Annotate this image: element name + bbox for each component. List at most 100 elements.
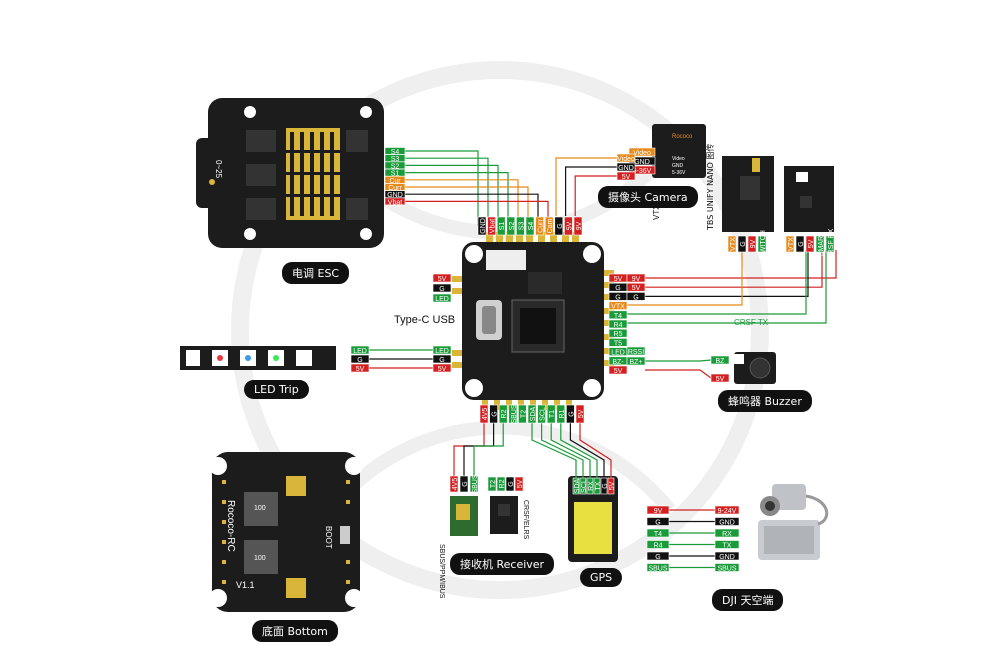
camera-caption: 摄像头 Camera: [598, 186, 698, 208]
cap-label-a: 100: [254, 505, 266, 512]
fc-top-pin-7: Cam: [544, 216, 554, 236]
fc-right-pin-3: VTX: [608, 301, 628, 311]
gps-wire-5: [579, 423, 612, 478]
svg-text:LED: LED: [353, 348, 367, 355]
svg-text:5V: 5V: [356, 366, 365, 373]
svg-text:G: G: [557, 223, 564, 228]
vtx-side-pin-2: G: [626, 292, 646, 301]
led-pin-1: G: [350, 354, 370, 364]
svg-text:R4: R4: [654, 543, 663, 550]
esc-wire-5: [405, 186, 529, 226]
fc-left-led-pin-2: 5V: [432, 363, 452, 373]
dji-right-pin-4: GND: [714, 551, 740, 561]
fc-right-pin-7: T5: [608, 338, 628, 347]
led-pin-0: LED: [350, 345, 370, 355]
tbs-pin-1: G: [795, 235, 805, 253]
fc-right-pin-5: R4: [608, 319, 628, 329]
svg-text:Video: Video: [672, 156, 685, 162]
svg-text:5V: 5V: [716, 376, 725, 383]
fc-top-pin-4: S3: [516, 216, 525, 236]
fc-top-pin-1: Vbat: [487, 216, 497, 236]
fc-bottom-pin-10: 5V: [575, 404, 585, 424]
svg-text:Vbat: Vbat: [388, 199, 402, 206]
camera-wire-0: [555, 157, 617, 216]
svg-text:T2: T2: [520, 410, 527, 418]
gps-pin-0: SDA: [572, 477, 581, 495]
svg-text:G: G: [357, 357, 362, 364]
rx1-pin-0: 4V5: [449, 475, 459, 493]
vtx-irc-module: [722, 156, 774, 232]
tbs-nano-module: [784, 166, 834, 232]
svg-text:SBUS: SBUS: [717, 566, 736, 573]
svg-text:SBUS: SBUS: [472, 474, 479, 493]
camera-side-pin-1: GND: [616, 162, 636, 172]
bottom-version: V1.1: [236, 580, 255, 590]
dji-right-pin-3: TX: [714, 540, 740, 550]
svg-text:G: G: [439, 286, 444, 293]
dji-left-pin-3: R4: [646, 540, 670, 550]
buzzer-wire-0: [645, 359, 712, 362]
fc-top-pin-10: 9V: [573, 216, 583, 236]
svg-text:5V: 5V: [622, 174, 631, 181]
rx2-pin-1: R2: [496, 476, 506, 492]
fc-top-pin-6: Curr: [535, 216, 545, 236]
svg-text:RX: RX: [722, 531, 732, 538]
fc-bottom-pin-1: G: [489, 404, 499, 424]
fc-top-pin-5: S4: [525, 216, 535, 236]
svg-text:G: G: [798, 241, 805, 246]
svg-text:Cur: Cur: [389, 178, 401, 185]
camera-side-pin-0: Video: [616, 153, 636, 163]
svg-text:GND: GND: [672, 163, 684, 169]
gps-wire-4: [569, 423, 605, 478]
buzzer: [734, 352, 776, 384]
gps-pin-4: G: [600, 477, 609, 495]
buzzer-wire-1: [645, 369, 712, 379]
svg-text:T4: T4: [654, 531, 662, 538]
fc-bottom-pin-9: G: [566, 404, 575, 424]
svg-text:Video: Video: [633, 150, 651, 157]
fc-left-pin-0: 5V: [432, 273, 452, 283]
buzzer-caption: 蜂鸣器 Buzzer: [718, 390, 812, 412]
esc-wire-3: [405, 172, 509, 226]
bottom-board: [209, 452, 363, 612]
crsf-tx-label: CRSF TX: [734, 318, 769, 327]
svg-text:S4: S4: [528, 222, 535, 231]
svg-text:SDA: SDA: [530, 406, 537, 421]
svg-text:Vbat: Vbat: [490, 219, 497, 233]
fc-bottom-pin-5: SDA: [527, 404, 537, 424]
gps-caption: GPS: [580, 568, 623, 587]
buzzer-pin-1: 5V: [710, 373, 730, 383]
svg-text:9V: 9V: [576, 221, 583, 230]
svg-text:9V: 9V: [632, 276, 641, 283]
fc-right-pin-0: 5V: [608, 273, 628, 283]
crsf-tx-wire: [627, 250, 827, 324]
svg-text:G: G: [615, 294, 620, 301]
esc-wire-4: [405, 179, 519, 226]
svg-text:R4: R4: [614, 322, 623, 329]
vtx-signal-wire: [627, 250, 743, 306]
svg-text:T1: T1: [549, 410, 556, 418]
fc-bottom-pin-0: 4V5: [479, 404, 489, 424]
svg-text:G: G: [655, 554, 660, 561]
led-pin-2: 5V: [350, 363, 370, 373]
rx2-pin-2: G: [505, 476, 515, 492]
fc-bottom-pin-7: T1: [546, 404, 556, 424]
fc-top-pin-2: S1: [496, 216, 506, 236]
esc-wire-2: [405, 164, 499, 226]
fc-right-pin-10: 5V: [608, 365, 628, 375]
crsf-rx-label: CRSF/ELRS: [522, 500, 529, 540]
svg-text:LED: LED: [435, 348, 449, 355]
svg-text:S1: S1: [499, 222, 506, 231]
svg-text:R5: R5: [614, 331, 623, 338]
svg-text:5V: 5V: [438, 276, 447, 283]
fc-top-pin-0: GND: [477, 216, 487, 236]
receiver-crsf: [490, 496, 518, 534]
fc-bottom-pin-8: R1: [556, 404, 566, 424]
fc-right-pin-1: G: [608, 282, 628, 292]
dji-caption: DJI 天空端: [712, 589, 784, 611]
dji-right-pin-0: 9-24V: [714, 505, 740, 515]
camera-side-pin-2: 5V: [616, 171, 636, 181]
rx1-pin-1: G: [459, 475, 469, 493]
svg-text:G: G: [633, 294, 638, 301]
receiver-caption: 接收机 Receiver: [450, 553, 555, 575]
